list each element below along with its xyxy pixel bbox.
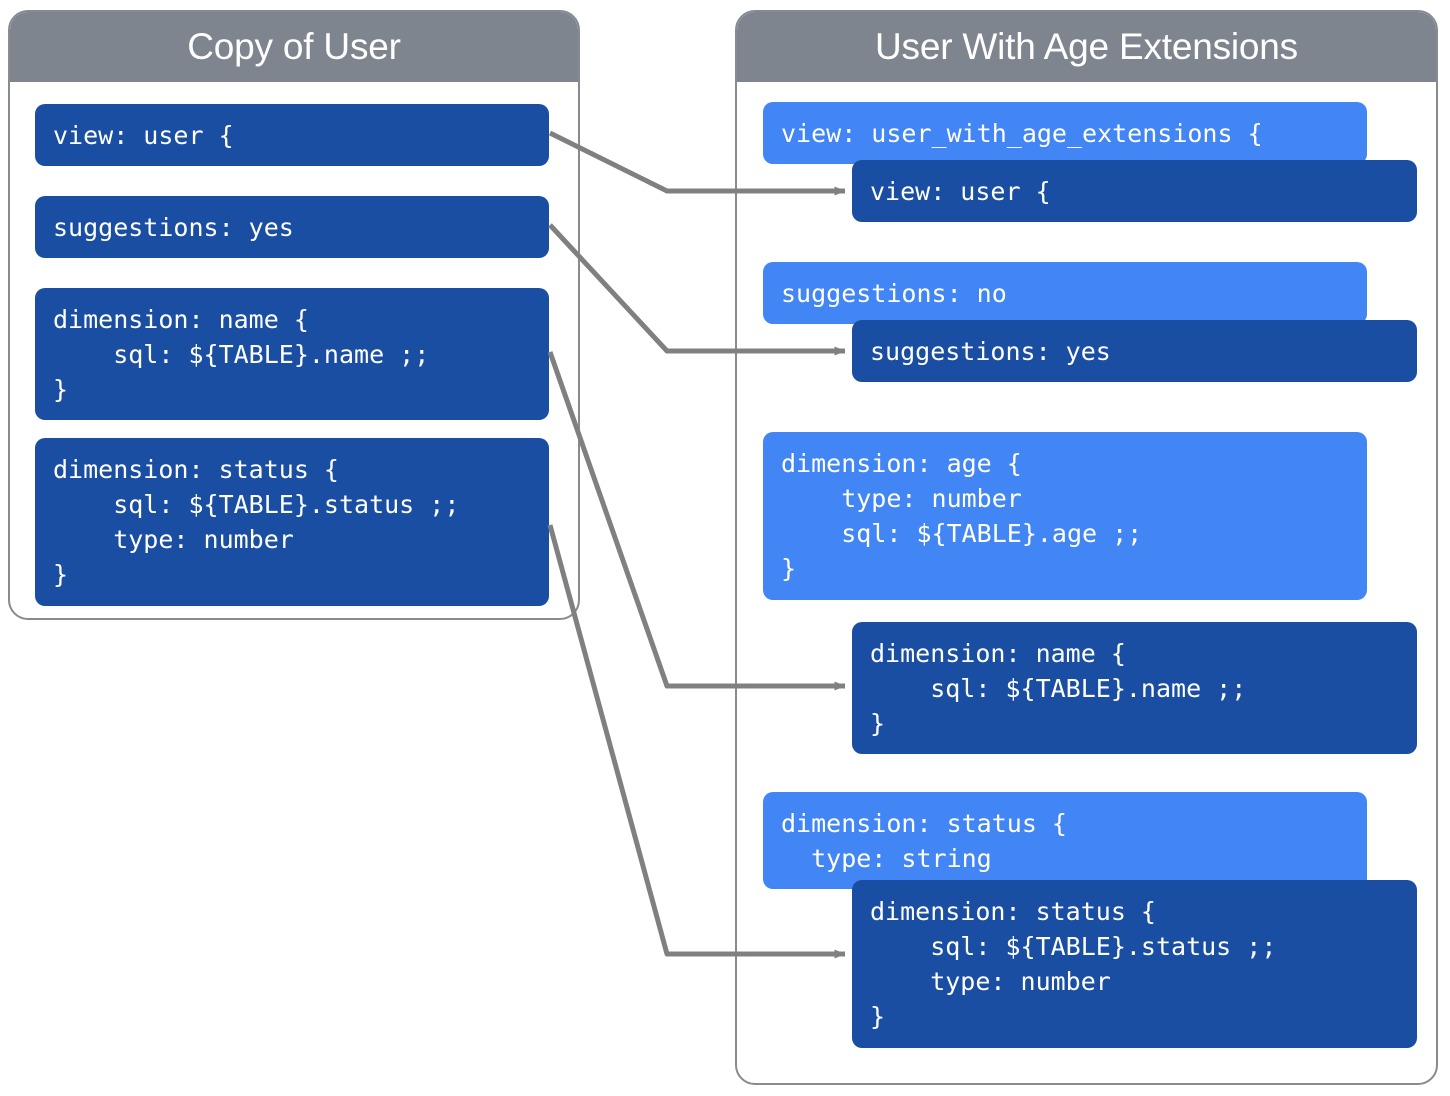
panel-user-with-age-extensions: User With Age Extensions view: user_with… — [735, 10, 1438, 1085]
code-block-left-dimension-status[interactable]: dimension: status { sql: ${TABLE}.status… — [35, 438, 549, 606]
code-block-right-dimension-age[interactable]: dimension: age { type: number sql: ${TAB… — [763, 432, 1367, 600]
panel-copy-of-user: Copy of User view: user { suggestions: y… — [8, 10, 580, 620]
code-block-right-view-extension[interactable]: view: user_with_age_extensions { — [763, 102, 1367, 164]
panel-right-header: User With Age Extensions — [737, 12, 1436, 82]
code-block-left-suggestions[interactable]: suggestions: yes — [35, 196, 549, 258]
code-block-left-view[interactable]: view: user { — [35, 104, 549, 166]
code-block-right-suggestions-no[interactable]: suggestions: no — [763, 262, 1367, 324]
code-block-right-view-user[interactable]: view: user { — [852, 160, 1417, 222]
panel-right-title: User With Age Extensions — [875, 26, 1298, 67]
code-block-left-dimension-name[interactable]: dimension: name { sql: ${TABLE}.name ;; … — [35, 288, 549, 420]
code-block-right-dimension-status-light[interactable]: dimension: status { type: string — [763, 792, 1367, 889]
code-block-right-suggestions-yes[interactable]: suggestions: yes — [852, 320, 1417, 382]
panel-left-title: Copy of User — [187, 26, 401, 67]
panel-left-header: Copy of User — [10, 12, 578, 82]
code-block-right-dimension-status-dark[interactable]: dimension: status { sql: ${TABLE}.status… — [852, 880, 1417, 1048]
code-block-right-dimension-name[interactable]: dimension: name { sql: ${TABLE}.name ;; … — [852, 622, 1417, 754]
